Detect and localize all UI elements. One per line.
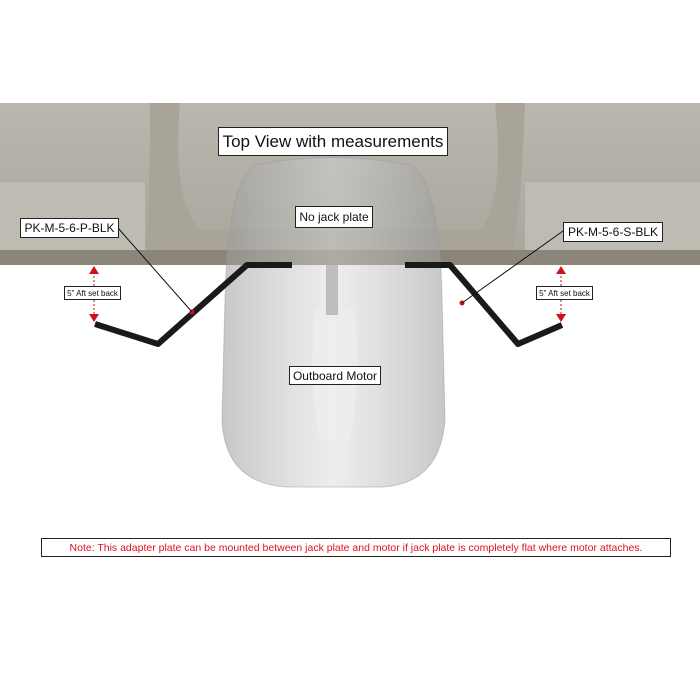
outboard-motor-label: Outboard Motor <box>289 366 381 385</box>
starboard-part-label: PK-M-5-6-S-BLK <box>563 222 663 242</box>
bracket-starboard <box>405 230 564 347</box>
port-part-label: PK-M-5-6-P-BLK <box>20 218 119 238</box>
diagram-title: Top View with measurements <box>218 127 448 156</box>
note-text: Note: This adapter plate can be mounted … <box>41 538 671 557</box>
bracket-port <box>94 227 292 347</box>
setback-label-right: 5" Aft set back <box>536 286 593 300</box>
no-jack-plate-label: No jack plate <box>295 206 373 228</box>
setback-label-left: 5" Aft set back <box>64 286 121 300</box>
outboard-motor-shape <box>221 157 446 488</box>
